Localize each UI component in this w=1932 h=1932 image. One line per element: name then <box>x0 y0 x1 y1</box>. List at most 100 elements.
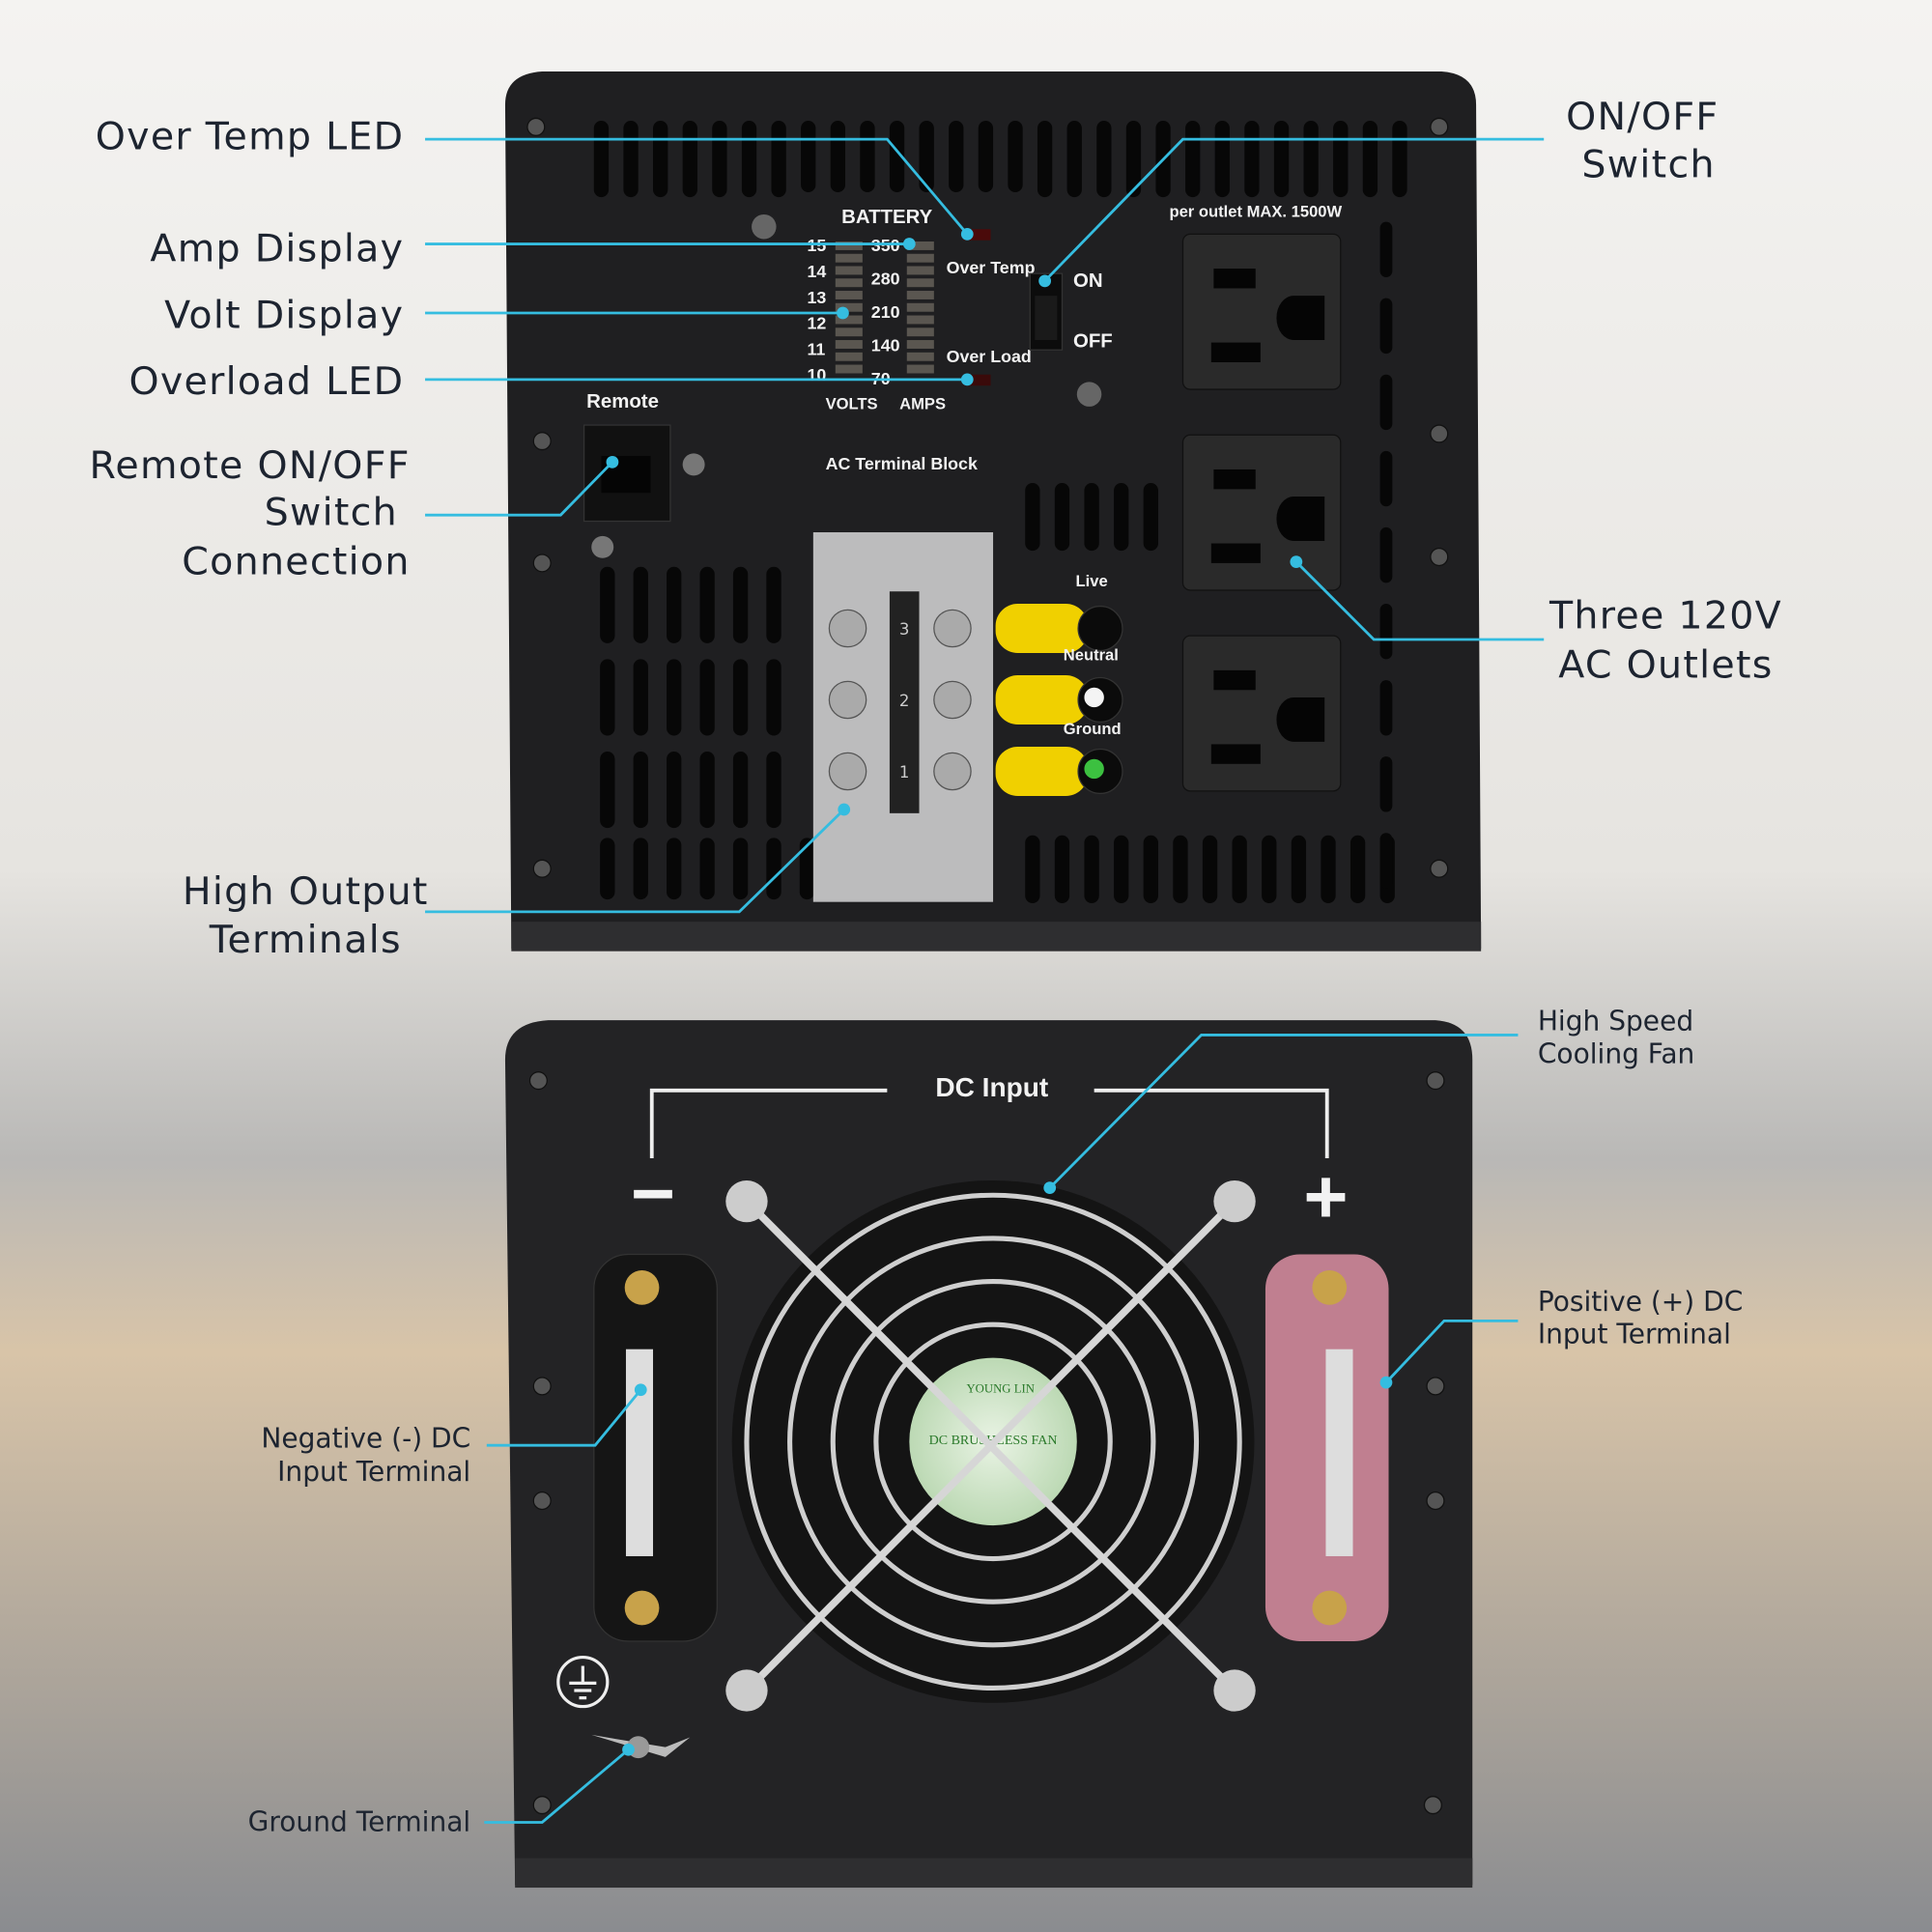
panel-screw <box>1426 1071 1445 1091</box>
vent-slot <box>1185 121 1201 198</box>
neutral-wire <box>1084 687 1104 708</box>
vent-slot <box>732 838 749 900</box>
vent-slot <box>1143 835 1158 903</box>
vent-slot <box>766 838 781 900</box>
panel-screw <box>532 1796 552 1815</box>
vent-slot <box>799 838 815 900</box>
negative-dc-terminal[interactable] <box>593 1253 718 1642</box>
vent-slot <box>682 121 697 198</box>
vent-slot <box>623 121 639 198</box>
vent-slot <box>667 659 682 736</box>
vent-slot <box>766 659 781 736</box>
remote-jack[interactable] <box>582 424 671 523</box>
vent-slot <box>600 566 615 643</box>
outlet-ground-hole <box>1276 696 1325 742</box>
plus-sign: + <box>1303 1152 1348 1238</box>
vent-slot <box>1379 833 1393 889</box>
fan-grill-ring <box>787 1236 1200 1648</box>
volt-led-segment <box>835 291 863 299</box>
outlet-slot <box>1210 744 1261 764</box>
panel-screw <box>1430 424 1449 443</box>
amp-led-segment <box>906 315 934 325</box>
volt-scale-label: 13 <box>807 288 826 307</box>
vent-slot <box>732 752 749 829</box>
vent-slot <box>1202 835 1218 903</box>
label-negative: Negative (-) DC <box>261 1423 470 1455</box>
amp-led-segment <box>906 352 934 361</box>
amp-led-segment <box>906 302 934 312</box>
vent-slot <box>667 838 682 900</box>
panel-screw <box>528 1071 548 1091</box>
vent-slot <box>1214 121 1230 198</box>
panel-screw <box>532 1492 552 1511</box>
wire-cap <box>995 674 1089 724</box>
ac-outlet[interactable] <box>1181 434 1342 591</box>
amp-led-segment <box>906 278 934 288</box>
volt-led-segment <box>835 364 863 374</box>
vent-slot <box>1350 835 1366 903</box>
vent-slot <box>1379 756 1393 812</box>
terminal-number: 2 <box>899 692 910 710</box>
vent-slot <box>978 121 994 192</box>
amp-led-segment <box>906 242 934 250</box>
label-high-output: High Output <box>183 869 429 914</box>
ac-outlet[interactable] <box>1181 233 1342 390</box>
over-load-led <box>963 374 991 386</box>
vent-slot <box>712 121 727 198</box>
vent-slot <box>600 659 615 736</box>
vent-slot <box>667 752 682 829</box>
minus-sign: − <box>631 1151 675 1236</box>
vent-slot <box>1273 121 1290 198</box>
outlet-ground-hole <box>1276 296 1325 341</box>
panel-screw <box>1426 1377 1445 1396</box>
panel-screw <box>532 554 552 573</box>
outlet-slot <box>1213 469 1256 490</box>
label-high-output: Terminals <box>209 918 402 962</box>
label-on-off: Switch <box>1581 143 1715 187</box>
screw <box>591 535 614 558</box>
volt-scale-label: 12 <box>807 314 826 333</box>
vent-slot <box>633 838 648 900</box>
neutral-label: Neutral <box>1064 646 1119 665</box>
volt-led-segment <box>835 242 863 250</box>
outlet-rating: per outlet MAX. 1500W <box>1169 202 1342 220</box>
vent-slot <box>1379 680 1393 736</box>
terminal-screw <box>933 680 972 720</box>
panel-screw <box>1430 859 1449 878</box>
vent-slot <box>1066 121 1082 198</box>
vent-slot <box>919 121 934 192</box>
vent-slot <box>667 566 682 643</box>
screw <box>1076 382 1102 407</box>
panel-screw <box>1430 117 1449 136</box>
outlet-slot <box>1213 669 1256 691</box>
vent-slot <box>1173 835 1188 903</box>
fan-brand: YOUNG LIN <box>966 1381 1034 1395</box>
vent-slot <box>1054 483 1070 552</box>
label-outlets: Three 120V <box>1548 594 1782 639</box>
amp-scale-label: 280 <box>871 270 900 289</box>
amp-scale-label: 350 <box>871 236 900 255</box>
amp-led-segment <box>906 340 934 349</box>
volt-scale-label: 10 <box>807 365 826 384</box>
label-over-temp-led: Over Temp LED <box>96 114 405 158</box>
ac-outlet[interactable] <box>1181 635 1342 792</box>
terminal-screw <box>933 752 972 791</box>
vent-slot <box>1379 526 1393 583</box>
vent-slot <box>830 121 845 192</box>
volt-led-segment <box>835 266 863 275</box>
wire-grommet <box>1077 605 1123 652</box>
vent-slot <box>1379 450 1393 507</box>
label-volt-display: Volt Display <box>164 293 404 337</box>
vent-slot <box>860 121 875 192</box>
positive-dc-terminal[interactable] <box>1264 1254 1389 1641</box>
panel-screw <box>532 859 552 878</box>
battery-label: BATTERY <box>841 207 932 228</box>
label-on-off: ON/OFF <box>1566 95 1719 139</box>
vent-slot <box>633 566 648 643</box>
vent-slot <box>1084 835 1099 903</box>
vent-slot <box>1379 298 1393 355</box>
label-positive: Input Terminal <box>1538 1318 1731 1350</box>
vent-slot <box>1362 121 1378 198</box>
